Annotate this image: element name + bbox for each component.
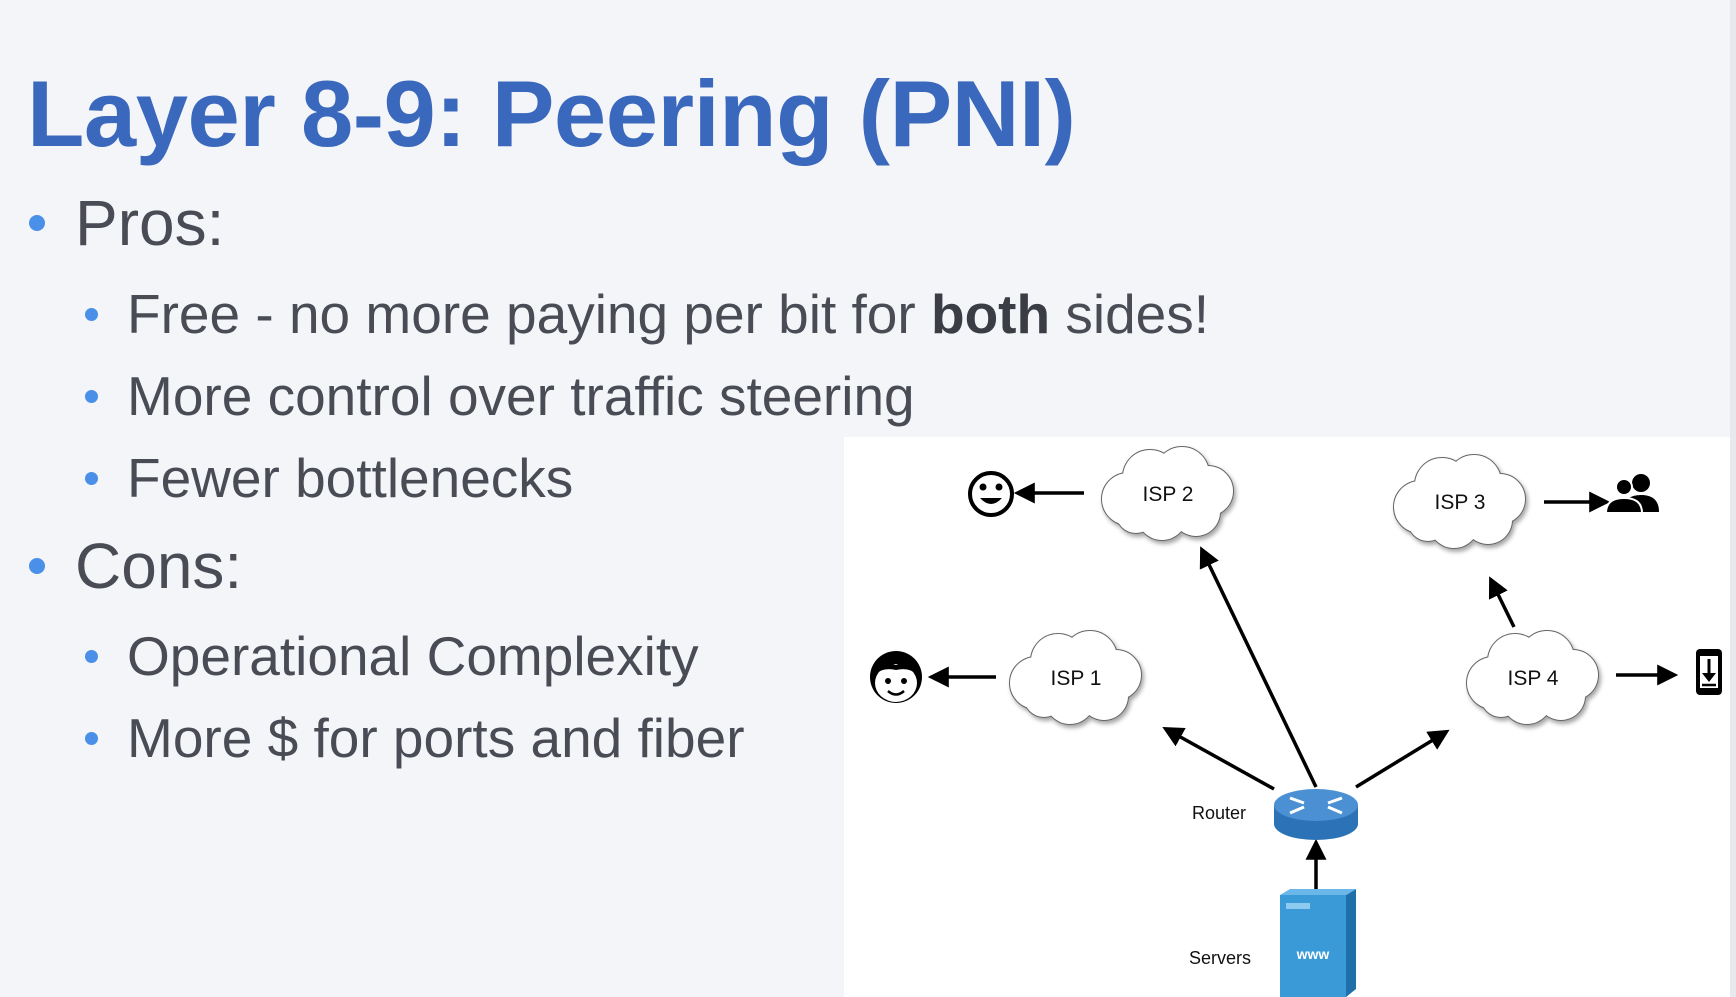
- bullet-dot: [29, 558, 45, 574]
- servers-label: Servers: [1189, 948, 1251, 968]
- server-badge: www: [1296, 946, 1330, 962]
- router-label: Router: [1192, 803, 1246, 823]
- isp2-label: ISP 2: [1143, 483, 1194, 506]
- bullet-dot: [29, 215, 45, 231]
- server-icon: www: [1280, 889, 1356, 997]
- bullet-dot: [85, 732, 98, 745]
- pros-item-free: Free - no more paying per bit for both s…: [85, 282, 1209, 346]
- peering-diagram-svg: ISP 2 ISP 3 ISP 1 ISP 4: [870, 446, 1722, 997]
- bullet-dot: [85, 472, 98, 485]
- isp4-label: ISP 4: [1508, 667, 1559, 690]
- isp1-cloud: ISP 1: [1009, 630, 1142, 725]
- router-icon: [1274, 789, 1358, 840]
- bullet-dot: [85, 390, 98, 403]
- download-device-icon: [1696, 649, 1722, 695]
- cons-item-cost: More $ for ports and fiber: [85, 706, 745, 770]
- smiley-icon: [968, 471, 1014, 517]
- isp2-cloud: ISP 2: [1101, 446, 1234, 541]
- pros-heading: Pros:: [29, 186, 224, 260]
- isp3-label: ISP 3: [1435, 491, 1486, 514]
- slide-right-edge: [1730, 0, 1736, 997]
- arrow-router-to-isp2: [1199, 546, 1318, 788]
- users-icon: [1604, 474, 1659, 514]
- arrow-router-to-isp1: [1162, 726, 1275, 791]
- pros-item-control: More control over traffic steering: [85, 364, 915, 428]
- isp3-cloud: ISP 3: [1393, 454, 1526, 549]
- cons-heading: Cons:: [29, 529, 242, 603]
- arrow-router-to-isp4: [1355, 729, 1450, 789]
- cons-item-complexity: Operational Complexity: [85, 624, 699, 688]
- arrow-isp4-to-isp3: [1488, 576, 1516, 628]
- pros-item-bottlenecks: Fewer bottlenecks: [85, 446, 573, 510]
- slide-title: Layer 8-9: Peering (PNI): [27, 61, 1076, 166]
- isp1-label: ISP 1: [1051, 667, 1102, 690]
- peering-diagram: ISP 2 ISP 3 ISP 1 ISP 4: [844, 437, 1730, 997]
- bullet-dot: [85, 308, 98, 321]
- bullet-dot: [85, 650, 98, 663]
- person-icon: [870, 651, 922, 703]
- isp4-cloud: ISP 4: [1466, 630, 1599, 725]
- connection-arrows: [927, 482, 1679, 890]
